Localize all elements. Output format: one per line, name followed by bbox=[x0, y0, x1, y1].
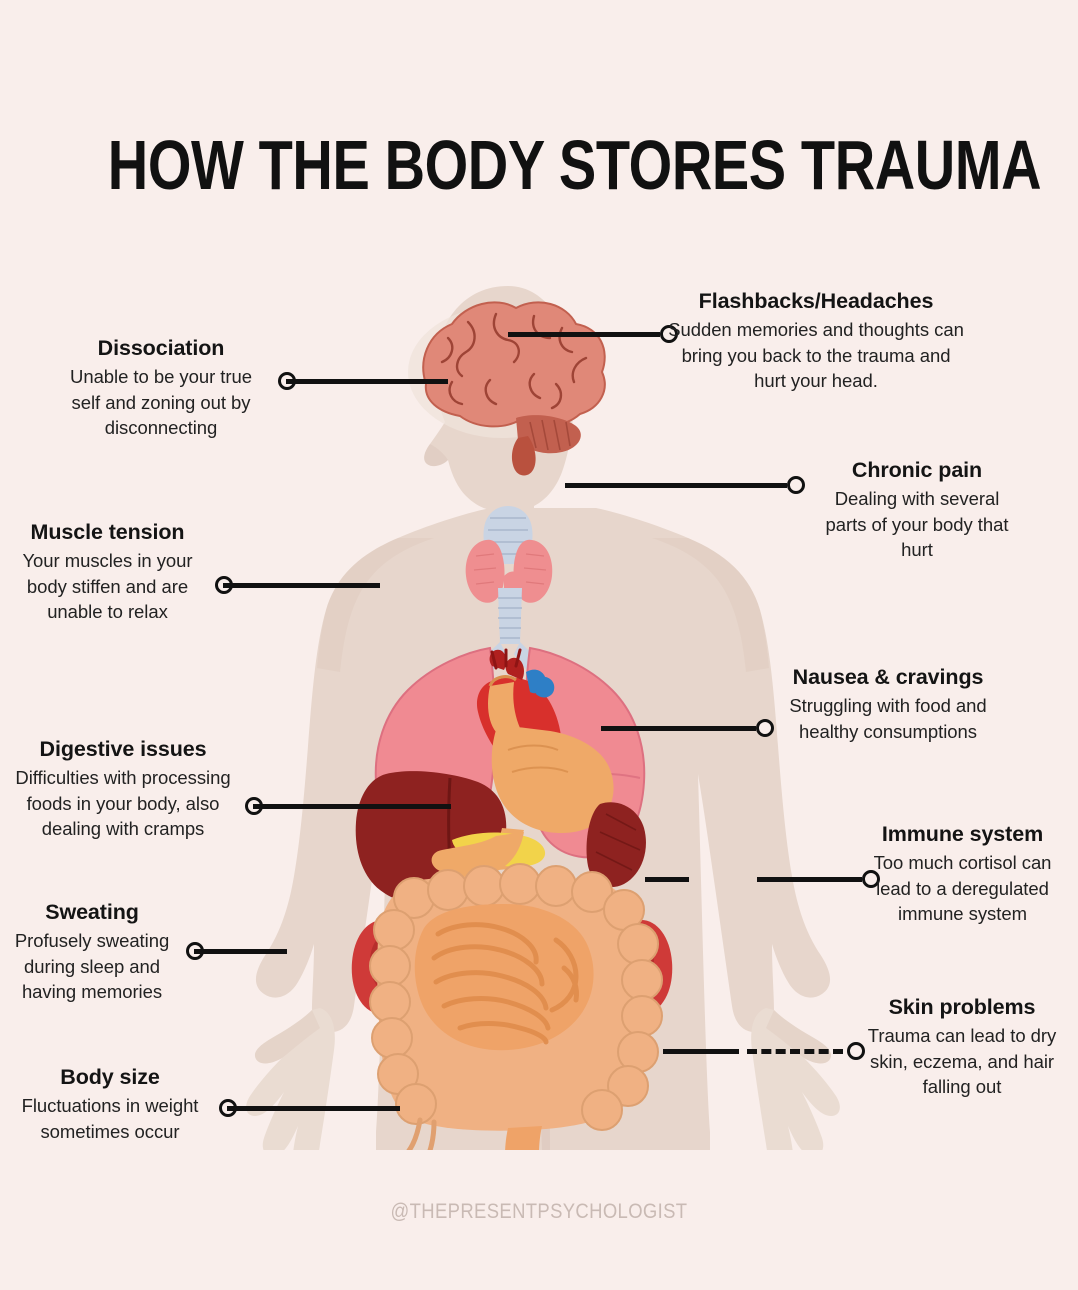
connector-line-right bbox=[757, 876, 862, 882]
callout-body: Fluctuations in weight sometimes occur bbox=[21, 1095, 199, 1142]
left-hand bbox=[246, 1008, 335, 1150]
callout-title: Sweating bbox=[45, 900, 139, 924]
callout-title: Digestive issues bbox=[39, 737, 207, 761]
callout-title: Nausea & cravings bbox=[792, 665, 984, 689]
connector-line-solid bbox=[663, 1048, 739, 1054]
callout-digestive-issues: Digestive issues Difficulties with proce… bbox=[5, 736, 241, 842]
human-body-illustration bbox=[190, 280, 890, 1150]
callout-body-size: Body size Fluctuations in weight sometim… bbox=[9, 1064, 211, 1144]
connector-line bbox=[286, 378, 448, 384]
thyroid-and-trachea bbox=[465, 506, 555, 687]
callout-body: Trauma can lead to dry skin, eczema, and… bbox=[867, 1025, 1057, 1097]
callout-body: Struggling with food and healthy consump… bbox=[789, 695, 987, 742]
connector-line bbox=[194, 948, 287, 954]
connector-line bbox=[508, 331, 660, 337]
callout-dissociation: Dissociation Unable to be your true self… bbox=[56, 335, 266, 441]
callout-flashbacks: Flashbacks/Headaches Sudden memories and… bbox=[668, 288, 964, 394]
callout-title: Dissociation bbox=[97, 336, 225, 360]
connector-dot bbox=[847, 1042, 865, 1060]
callout-body: Unable to be your true self and zoning o… bbox=[70, 366, 252, 438]
page-title: HOW THE BODY STORES TRAUMA bbox=[107, 126, 1042, 204]
connector-line-left bbox=[645, 876, 689, 882]
callout-body: Your muscles in your body stiffen and ar… bbox=[22, 550, 193, 622]
duodenum bbox=[431, 832, 524, 878]
callout-nausea-cravings: Nausea & cravings Struggling with food a… bbox=[772, 664, 1004, 744]
connector-line bbox=[601, 725, 756, 731]
account-handle: @THEPRESENTPSYCHOLOGIST bbox=[390, 1200, 688, 1223]
connector-line bbox=[253, 803, 451, 809]
connector-line bbox=[227, 1105, 400, 1111]
connector-line bbox=[565, 482, 787, 488]
callout-immune-system: Immune system Too much cortisol can lead… bbox=[870, 821, 1055, 927]
callout-title: Skin problems bbox=[888, 995, 1036, 1019]
callout-body: Dealing with several parts of your body … bbox=[825, 488, 1009, 560]
callout-title: Immune system bbox=[881, 822, 1044, 846]
callout-body: Sudden memories and thoughts can bring y… bbox=[668, 319, 964, 391]
callout-body: Profusely sweating during sleep and havi… bbox=[14, 930, 170, 1002]
callout-chronic-pain: Chronic pain Dealing with several parts … bbox=[812, 457, 1022, 563]
connector-dot bbox=[660, 325, 678, 343]
intestines-organ bbox=[369, 863, 663, 1150]
connector-dot bbox=[787, 476, 805, 494]
callout-body: Difficulties with processing foods in yo… bbox=[15, 767, 231, 839]
connector-line-dashed bbox=[747, 1048, 843, 1054]
callout-sweating: Sweating Profusely sweating during sleep… bbox=[4, 899, 180, 1005]
callout-title: Body size bbox=[60, 1065, 160, 1089]
connector-line bbox=[223, 582, 380, 588]
callout-title: Flashbacks/Headaches bbox=[698, 289, 934, 313]
connector-dot bbox=[862, 870, 880, 888]
spleen-organ bbox=[586, 802, 646, 888]
callout-title: Muscle tension bbox=[30, 520, 185, 544]
callout-muscle-tension: Muscle tension Your muscles in your body… bbox=[10, 519, 205, 625]
callout-skin-problems: Skin problems Trauma can lead to dry ski… bbox=[864, 994, 1060, 1100]
callout-body: Too much cortisol can lead to a deregula… bbox=[873, 852, 1052, 924]
callout-title: Chronic pain bbox=[851, 458, 983, 482]
right-hand bbox=[751, 1008, 840, 1150]
connector-dot bbox=[756, 719, 774, 737]
